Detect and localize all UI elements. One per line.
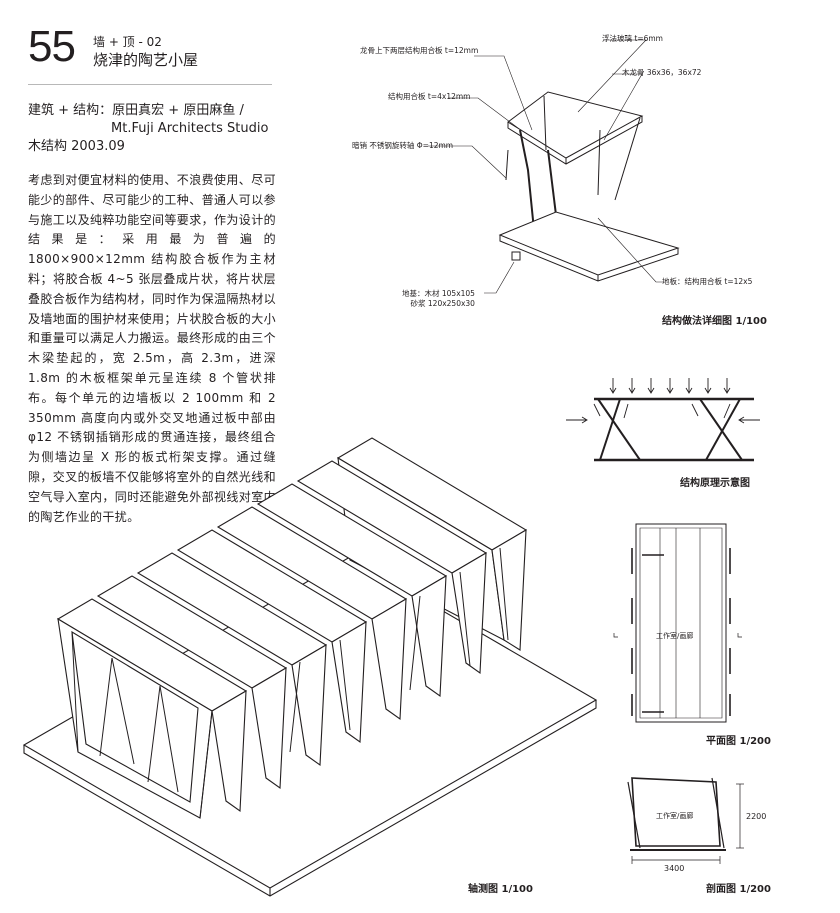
- section-height-dim: 2200: [746, 812, 767, 821]
- description-text: 考虑到对便宜材料的使用、不浪费使用、尽可能少的部件、尽可能少的工种、普通人可以参…: [28, 173, 277, 524]
- label-stainless-pin: 暗销 不锈钢旋转轴 Φ=12mm: [352, 141, 454, 150]
- plan-room-label: 工作室/画廊: [656, 632, 694, 640]
- label-roof-plywood: 龙骨上下两层结构用合板 t=12mm: [360, 46, 479, 55]
- caption-structure-principle: 结构原理示意图: [680, 478, 750, 489]
- label-wood-joist: 木龙骨 36x36，36x72: [622, 68, 702, 77]
- credits-block: 建筑 + 结构：原田真宏 + 原田麻鱼 / Mt.Fuji Architects…: [28, 102, 278, 156]
- label-float-glass: 浮法玻璃 t=6mm: [602, 34, 663, 43]
- caption-axonometric: 轴测图 1/100: [468, 884, 533, 895]
- project-title: 烧津的陶艺小屋: [93, 51, 199, 69]
- caption-structure-detail: 结构做法详细图 1/100: [662, 316, 767, 327]
- label-floor-plywood: 地板：结构用合板 t=12x5: [662, 277, 753, 286]
- section-subtitle: 墙 + 顶 - 02: [93, 35, 162, 49]
- section-room-label: 工作室/画廊: [656, 812, 694, 820]
- credits-structure-date: 木结构 2003.09: [28, 139, 125, 154]
- header-divider: [28, 84, 272, 85]
- section-width-dim: 3400: [664, 864, 685, 873]
- label-foundation: 地基：木材 105x105 砂浆 120x250x30: [402, 289, 475, 308]
- page-number: 55: [28, 22, 76, 71]
- credits-architect: 建筑 + 结构：原田真宏 + 原田麻鱼 /: [28, 103, 244, 118]
- caption-section: 剖面图 1/200: [706, 884, 771, 895]
- caption-plan: 平面图 1/200: [706, 736, 771, 747]
- label-structural-plywood: 结构用合板 t=4x12mm: [388, 92, 471, 101]
- credits-studio: Mt.Fuji Architects Studio: [111, 121, 269, 136]
